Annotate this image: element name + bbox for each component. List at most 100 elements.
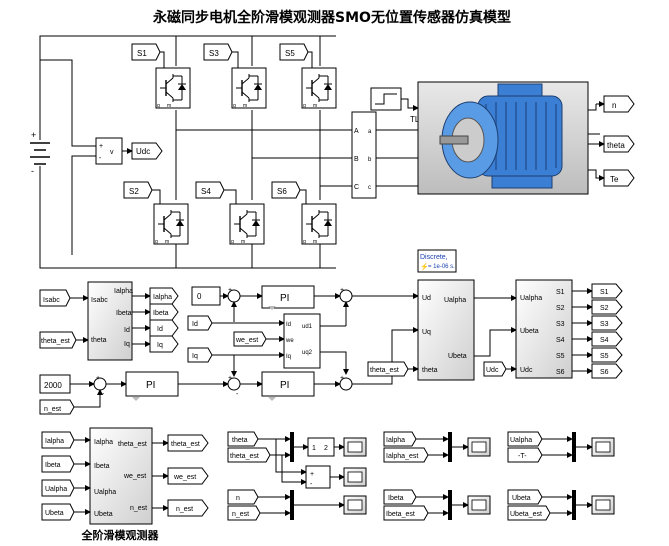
goto-s6[interactable] — [591, 363, 623, 379]
scope-n[interactable] — [343, 495, 367, 515]
from-n-scope[interactable] — [227, 489, 259, 505]
svg-text:S4: S4 — [556, 337, 565, 344]
from-s1[interactable] — [131, 43, 161, 61]
svg-text:S3: S3 — [600, 321, 609, 328]
pmsm-motor-block[interactable] — [417, 81, 589, 195]
goto-ialpha[interactable] — [149, 287, 179, 305]
svg-text:Id: Id — [157, 326, 163, 333]
smo-observer[interactable]: Ialpha Ibeta Ualpha Ubeta theta_est we_e… — [89, 427, 153, 525]
from-n-est-scope[interactable] — [227, 505, 261, 521]
svg-text:S5: S5 — [556, 353, 565, 360]
decoupling-block[interactable]: Id we_est Iq Id we Iq ud1 uq2 — [187, 313, 349, 377]
from-ibeta-smo[interactable] — [41, 455, 75, 473]
svg-text:theta_est: theta_est — [41, 338, 70, 345]
from-s2[interactable] — [123, 181, 153, 199]
goto-iq[interactable] — [149, 335, 179, 353]
igbt-s1[interactable] — [155, 67, 191, 110]
svg-text:Ualpha: Ualpha — [444, 297, 466, 304]
svg-text:S2: S2 — [556, 305, 565, 312]
from-ialpha-scope[interactable] — [383, 431, 417, 447]
from-t-scope[interactable] — [507, 447, 543, 463]
goto-s4[interactable] — [591, 331, 623, 347]
bottom-switch-gates: S2 S4 S6 — [123, 181, 307, 210]
from-theta-est-invpark[interactable] — [367, 361, 409, 377]
igbt-s3[interactable] — [231, 67, 267, 110]
goto-we-est[interactable] — [167, 467, 209, 485]
svg-text:we_est: we_est — [173, 474, 196, 481]
mux-ibeta — [448, 490, 452, 520]
goto-s5[interactable] — [591, 347, 623, 363]
from-theta-est-scope[interactable] — [227, 447, 271, 463]
clarke-park-transform[interactable]: Isabc theta_est Isabc theta Ialpha Ibeta… — [39, 281, 133, 361]
scope-theta-error[interactable] — [343, 467, 367, 487]
load-torque-step[interactable]: TL — [370, 87, 420, 124]
scope-group-ibeta: Ibeta Ibeta_est — [383, 489, 469, 521]
from-id-dq[interactable] — [187, 315, 213, 331]
pi-iq-label: PI — [280, 380, 289, 391]
speed-loop — [39, 327, 419, 415]
top-switch-gates: S1 S3 S5 — [131, 43, 313, 74]
svg-text:Ubeta: Ubeta — [45, 510, 64, 517]
powergui-block[interactable]: Discrete, = 1e-06 s. ⚡ — [417, 249, 457, 273]
svg-text:+: + — [310, 471, 314, 478]
svg-text:-: - — [236, 391, 239, 398]
from-we-est[interactable] — [233, 331, 267, 347]
pi-iq[interactable] — [261, 371, 315, 397]
igbt-s2[interactable] — [153, 203, 189, 246]
from-n-est[interactable] — [39, 399, 75, 415]
goto-n[interactable] — [603, 95, 635, 113]
from-theta-scope[interactable] — [227, 431, 259, 447]
scope-ialpha[interactable] — [467, 437, 491, 457]
svg-text:Ialpha: Ialpha — [45, 438, 64, 445]
scope-ubeta[interactable] — [591, 495, 615, 515]
voltage-measurement-block[interactable]: + - v Udc — [95, 137, 163, 165]
from-iq-dq[interactable] — [187, 347, 213, 363]
scope-ibeta[interactable] — [467, 495, 491, 515]
goto-theta-est[interactable] — [167, 434, 209, 452]
from-ialpha-smo[interactable] — [41, 431, 75, 449]
from-ibeta-est-scope[interactable] — [383, 505, 429, 521]
from-ubeta-scope[interactable] — [507, 489, 543, 505]
goto-n-est[interactable] — [167, 499, 209, 517]
from-s3[interactable] — [203, 43, 233, 61]
goto-te[interactable] — [603, 169, 635, 187]
goto-udc[interactable] — [131, 142, 163, 160]
from-isabc[interactable] — [39, 289, 71, 307]
goto-theta[interactable] — [603, 135, 635, 153]
from-s4[interactable] — [195, 181, 225, 199]
svpwm-block[interactable]: Ualpha Ubeta Udc S1 S2 S3 S4 S5 S6 Udc — [483, 279, 573, 379]
igbt-s4[interactable] — [229, 203, 265, 246]
scope-ualpha[interactable] — [591, 437, 615, 457]
discrete-label: Discrete, — [420, 254, 448, 261]
pi-speed[interactable] — [125, 371, 179, 397]
goto-s2[interactable] — [591, 299, 623, 315]
dc-plus-label: + — [31, 130, 36, 140]
from-ibeta-scope[interactable] — [383, 489, 417, 505]
motor-abc-ports[interactable]: A B C a b c — [351, 111, 418, 199]
from-s6[interactable] — [271, 181, 301, 199]
smo-froms: Ialpha Ibeta Ualpha Ubeta — [41, 431, 91, 521]
from-ubeta-smo[interactable] — [41, 503, 75, 521]
from-udc[interactable] — [483, 361, 507, 377]
svg-text:C: C — [354, 184, 359, 191]
svpwm-gotos: S1 S2 S3 S4 S5 S6 — [572, 283, 623, 379]
goto-ibeta[interactable] — [149, 303, 179, 321]
svg-text:Ualpha: Ualpha — [520, 295, 542, 302]
from-theta-est-clarke[interactable] — [39, 331, 77, 349]
igbt-s6[interactable] — [301, 203, 337, 246]
igbt-s5[interactable] — [301, 67, 337, 110]
from-ualpha-scope[interactable] — [507, 431, 543, 447]
from-ialpha-est-scope[interactable] — [383, 447, 429, 463]
dc-voltage-source[interactable]: + - — [30, 130, 50, 176]
svg-text:Id: Id — [286, 322, 291, 328]
from-s5[interactable] — [279, 43, 309, 61]
goto-s1[interactable] — [591, 283, 623, 299]
scope-theta[interactable] — [343, 437, 367, 457]
goto-id[interactable] — [149, 319, 179, 337]
inverse-park-transform[interactable]: Ud Uq theta Ualpha Ubeta theta_est — [367, 279, 517, 381]
pi-id[interactable] — [261, 285, 315, 309]
tl-label: TL — [410, 115, 420, 124]
goto-s3[interactable] — [591, 315, 623, 331]
from-ualpha-smo[interactable] — [41, 479, 75, 497]
from-ubeta-est-scope[interactable] — [507, 505, 551, 521]
